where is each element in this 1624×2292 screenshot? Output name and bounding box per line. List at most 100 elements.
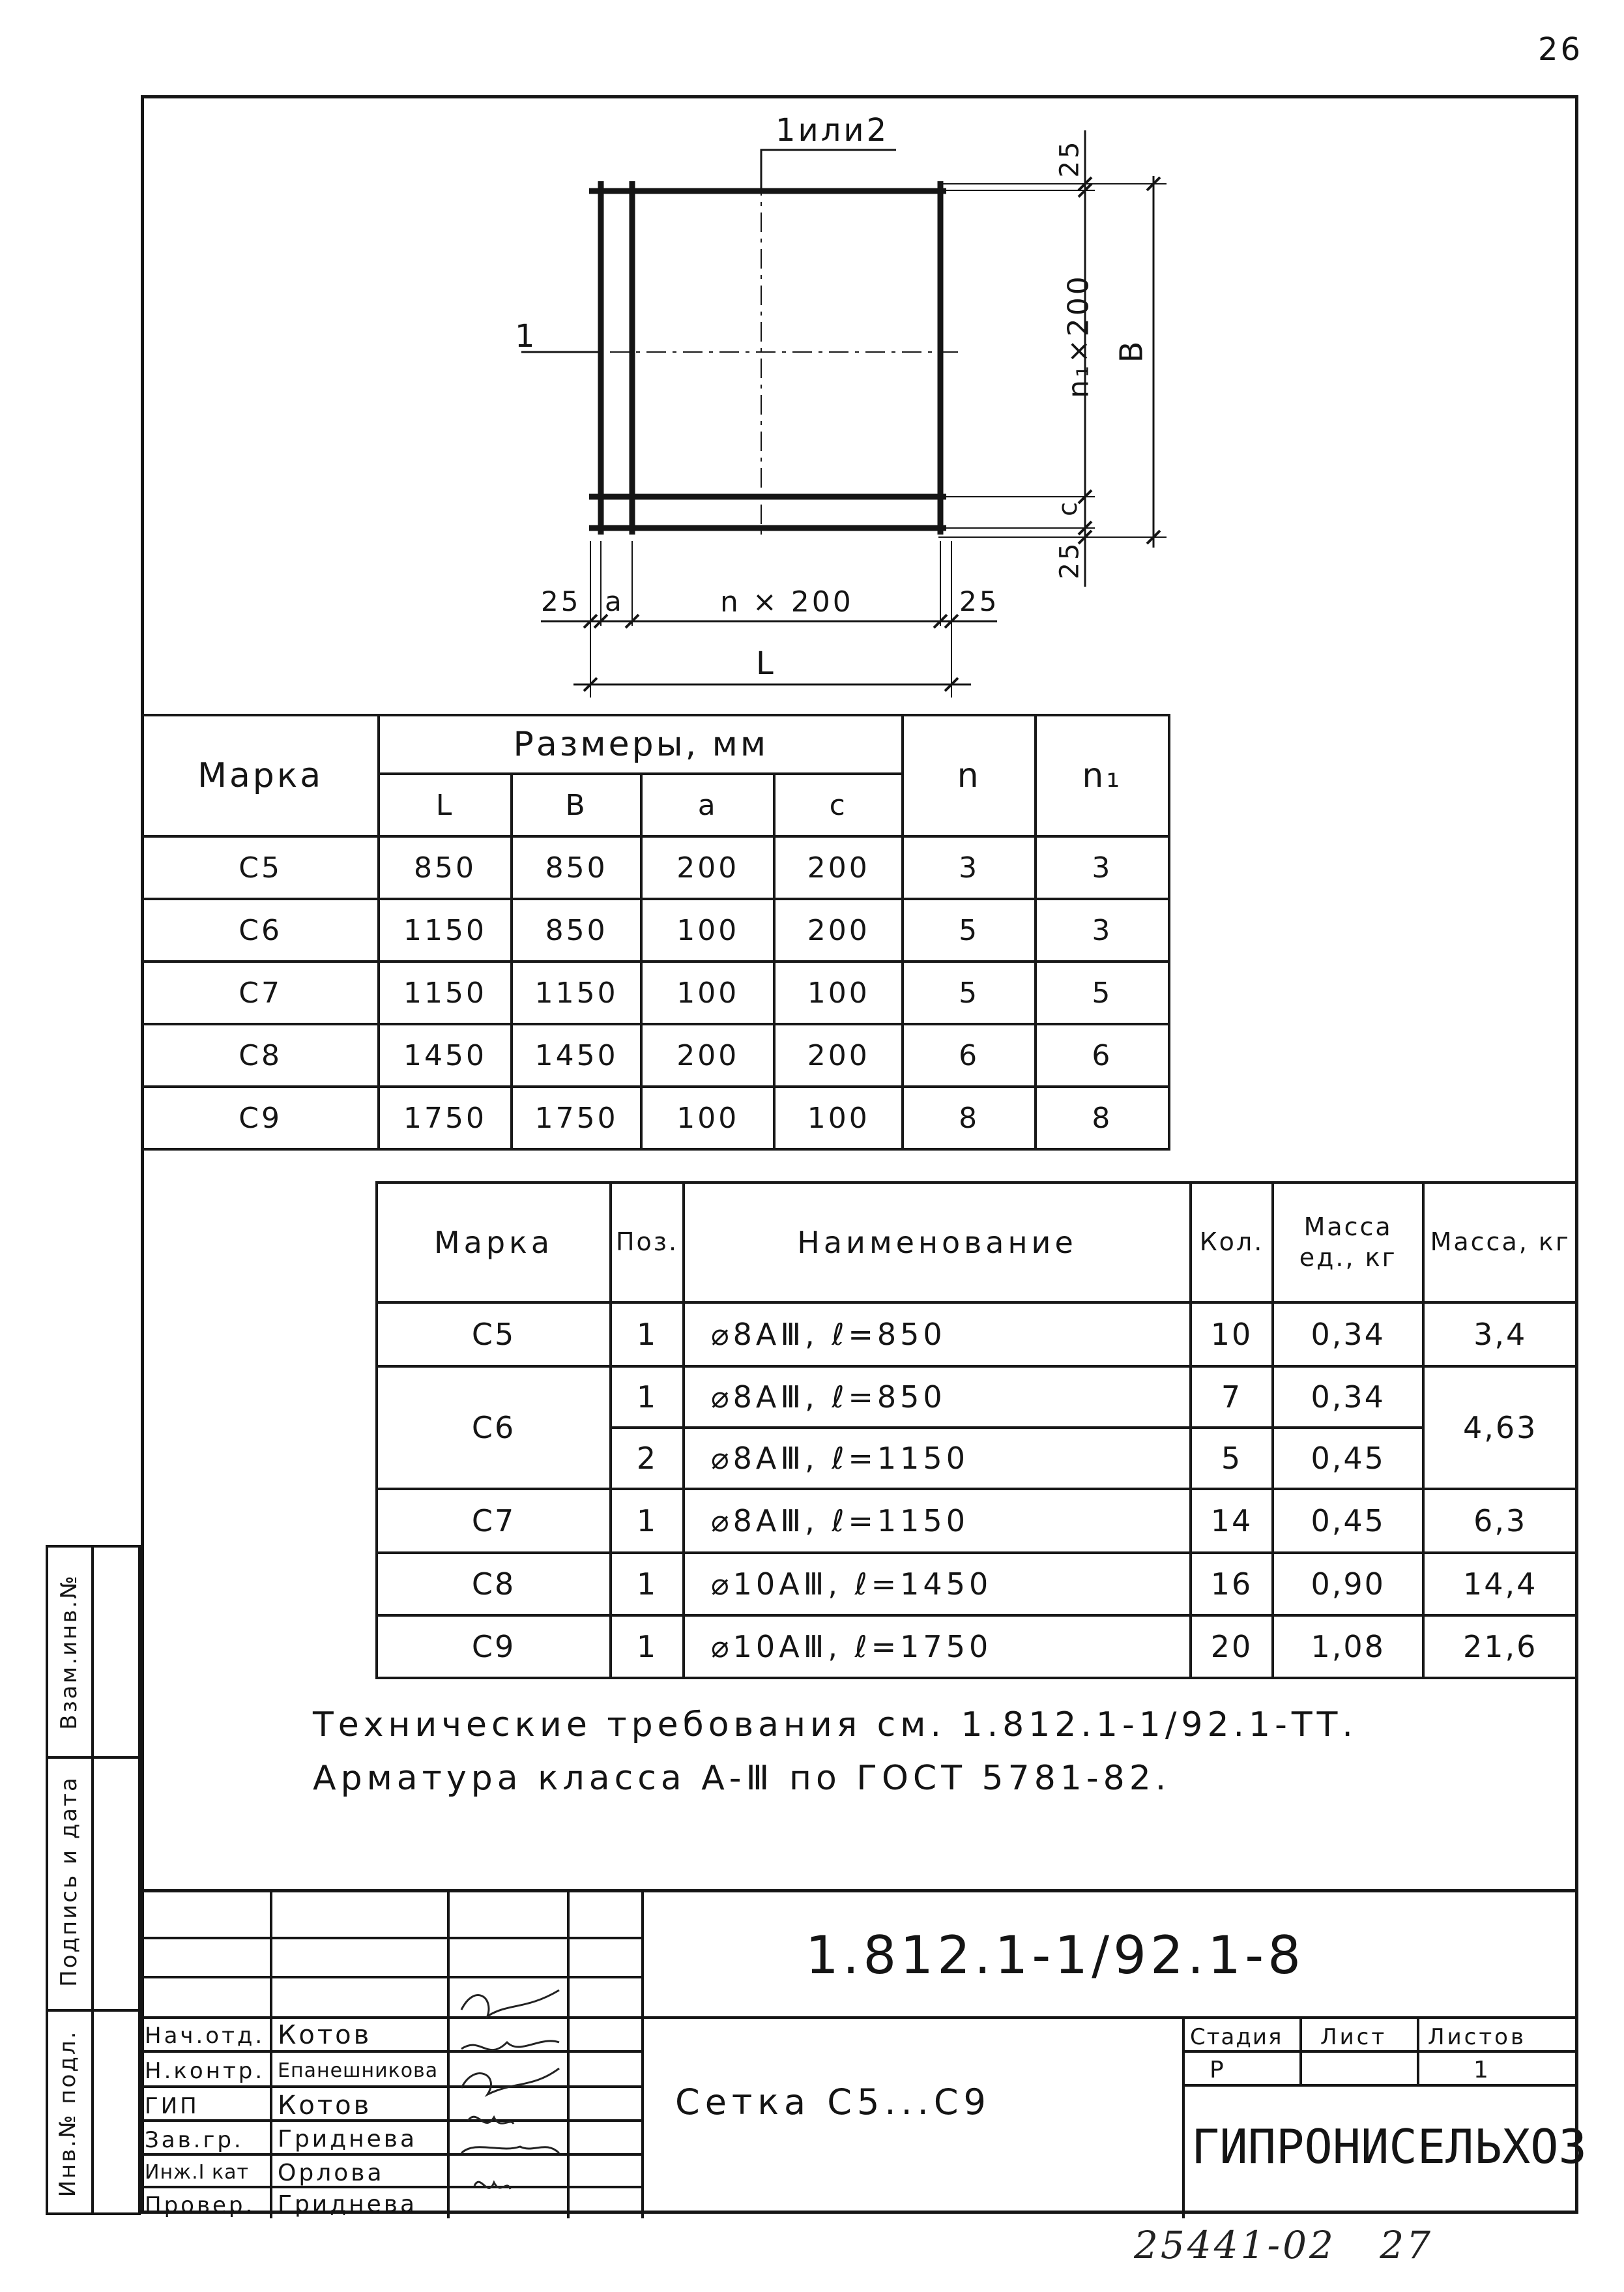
footer-number: 25441-02 27 (1134, 2223, 1434, 2267)
cell-name: ⌀10АⅢ, ℓ=1750 (682, 1614, 1193, 1679)
staff-name: Котов (278, 2091, 372, 2121)
document-code: 1.812.1-1/92.1-8 (805, 1925, 1305, 1986)
cell-mass: 6,3 (1422, 1488, 1578, 1554)
cell-marka: С9 (375, 1614, 613, 1679)
cell-c: 100 (772, 960, 905, 1025)
title-block: Нач.отд. Котов Н.контр. Епанешникова ГИП… (141, 1889, 1587, 2218)
cell-marka: С6 (375, 1365, 613, 1490)
staff-role: Нач.отд. (145, 2023, 265, 2049)
staff-name: Гриднева (278, 2191, 418, 2218)
sizes-header-dimensions: Размеры, мм (377, 714, 905, 775)
cell-n: 5 (901, 898, 1037, 963)
cell-a: 100 (640, 960, 776, 1025)
spec-header-mass: Масса, кг (1422, 1181, 1578, 1304)
table-row: С9 1750 1750 100 100 8 8 (140, 1085, 1171, 1151)
cell-marka: С5 (140, 835, 381, 900)
cell-mass: 21,6 (1422, 1614, 1578, 1679)
cell-qty: 5 (1189, 1426, 1274, 1490)
table-row: С6 1 ⌀8АⅢ, ℓ=850 7 0,34 4,63 (375, 1365, 1578, 1490)
sizes-table: Марка Размеры, мм n n₁ L B a c С5 850 85… (140, 714, 1171, 1151)
technical-notes: Технические требования см. 1.812.1-1/92.… (313, 1698, 1357, 1805)
table-row: С7 1150 1150 100 100 5 5 (140, 960, 1171, 1025)
staff-name: Епанешникова (278, 2059, 439, 2082)
cell-b: 1750 (510, 1085, 643, 1151)
stage-value: Р (1210, 2057, 1226, 2083)
dim-25-left: 25 (541, 585, 581, 617)
organization-name: ГИПРОНИСЕЛЬХОЗ (1191, 2119, 1587, 2174)
cell-pos: 1 (609, 1551, 685, 1617)
dim-25-top: 25 (1054, 139, 1085, 178)
dim-n1x200: n₁×200 (1062, 274, 1095, 398)
side-label-inv-original: Инв.№ подл. (55, 2029, 81, 2197)
spec-header-pos: Поз. (609, 1181, 685, 1304)
cell-marka: С7 (140, 960, 381, 1025)
staff-role: ГИП (145, 2093, 199, 2119)
cell-qty: 10 (1189, 1301, 1274, 1368)
cell-mass-unit: 1,08 (1271, 1614, 1425, 1679)
staff-row: Н.контр. Епанешникова (141, 2053, 568, 2087)
cell-n1: 6 (1034, 1023, 1171, 1088)
cell-n: 6 (901, 1023, 1037, 1088)
cell-qty: 20 (1189, 1614, 1274, 1679)
spec-header-mass-unit: Масса ед., кг (1271, 1181, 1425, 1304)
sheet-header: Лист (1320, 2024, 1387, 2050)
cell-l: 1150 (377, 960, 513, 1025)
cell-a: 100 (640, 898, 776, 963)
sizes-subheader-a: a (640, 772, 776, 838)
staff-role: Провер. (145, 2192, 255, 2218)
cell-n1: 3 (1034, 835, 1171, 900)
cell-n: 3 (901, 835, 1037, 900)
cell-mass: 3,4 (1422, 1301, 1578, 1368)
cell-c: 100 (772, 1085, 905, 1151)
drawing-title: Сетка С5...С9 (675, 2081, 991, 2123)
staff-row: ГИП Котов (141, 2088, 568, 2122)
cell-name: ⌀8АⅢ, ℓ=1150 (682, 1426, 1193, 1490)
table-row: С9 1 ⌀10АⅢ, ℓ=1750 20 1,08 21,6 (375, 1614, 1578, 1679)
sheets-value: 1 (1473, 2057, 1491, 2083)
cell-n1: 8 (1034, 1085, 1171, 1151)
page-number: 26 (1538, 31, 1584, 68)
cell-pos: 1 (609, 1365, 685, 1429)
cell-c: 200 (772, 898, 905, 963)
cell-l: 1450 (377, 1023, 513, 1088)
sheets-header: Листов (1428, 2024, 1527, 2050)
spec-header-qty: Кол. (1189, 1181, 1274, 1304)
staff-name: Орлова (278, 2160, 384, 2186)
staff-role: Зав.гр. (145, 2127, 244, 2153)
cell-n1: 3 (1034, 898, 1171, 963)
table-row: 2 ⌀8АⅢ, ℓ=1150 5 0,45 (377, 1426, 1577, 1490)
cell-b: 850 (510, 835, 643, 900)
title-block-grid (141, 1892, 1578, 2218)
sizes-header-n1: n₁ (1034, 714, 1171, 838)
cell-marka: С7 (375, 1488, 613, 1554)
staff-role: Инж.I кат (145, 2161, 249, 2184)
table-row: С5 850 850 200 200 3 3 (140, 835, 1171, 900)
cell-name: ⌀8АⅢ, ℓ=850 (682, 1365, 1193, 1429)
note-line: Арматура класса А-Ⅲ по ГОСТ 5781-82. (313, 1759, 1171, 1798)
dim-25-right: 25 (959, 585, 1000, 617)
staff-name: Гриднева (278, 2126, 418, 2152)
cell-pos: 2 (609, 1426, 685, 1490)
note-line: Технические требования см. 1.812.1-1/92.… (313, 1705, 1357, 1744)
table-row: С5 1 ⌀8АⅢ, ℓ=850 10 0,34 3,4 (375, 1301, 1578, 1368)
table-row: С8 1450 1450 200 200 6 6 (140, 1023, 1171, 1088)
cell-pos: 1 (609, 1301, 685, 1368)
dim-b: B (1113, 338, 1150, 363)
cell-l: 1750 (377, 1085, 513, 1151)
sizes-subheader-l: L (377, 772, 513, 838)
spec-header-name: Наименование (682, 1181, 1193, 1304)
table-row: С7 1 ⌀8АⅢ, ℓ=1150 14 0,45 6,3 (375, 1488, 1578, 1554)
cell-n: 8 (901, 1085, 1037, 1151)
dim-a: a (605, 585, 624, 617)
table-row: С8 1 ⌀10АⅢ, ℓ=1450 16 0,90 14,4 (375, 1551, 1578, 1617)
cell-a: 100 (640, 1085, 776, 1151)
dim-c: c (1053, 499, 1083, 516)
cell-marka: С8 (375, 1551, 613, 1617)
stage-header: Стадия (1190, 2024, 1283, 2050)
cell-b: 1150 (510, 960, 643, 1025)
cell-l: 1150 (377, 898, 513, 963)
spec-header-marka: Марка (375, 1181, 613, 1304)
sizes-header-marka: Марка (140, 714, 381, 838)
cell-mass-unit: 0,34 (1271, 1301, 1425, 1368)
sizes-header-n: n (901, 714, 1037, 838)
